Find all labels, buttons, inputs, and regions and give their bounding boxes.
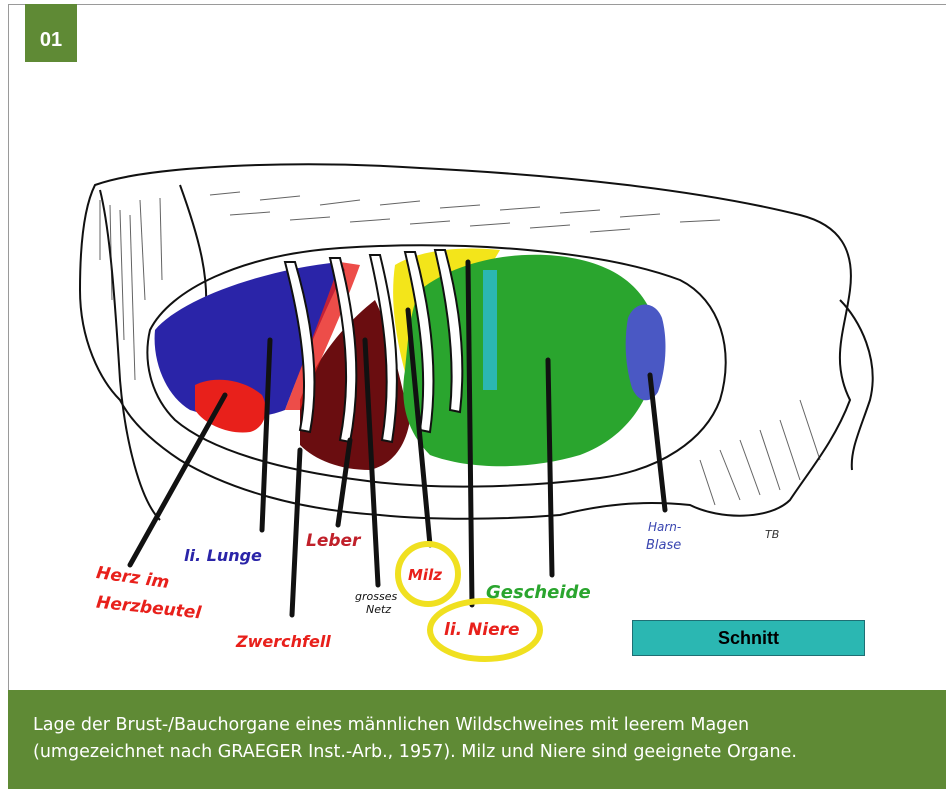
label-harnblase-line2: Blase bbox=[646, 538, 681, 553]
caption-line-1: Lage der Brust-/Bauchorgane eines männli… bbox=[33, 712, 946, 739]
label-lunge: li. Lunge bbox=[184, 546, 262, 565]
label-harnblase-line1: Harn- bbox=[648, 520, 681, 534]
label-niere: li. Niere bbox=[444, 620, 520, 640]
figure-caption: Lage der Brust-/Bauchorgane eines männli… bbox=[8, 690, 946, 789]
schnitt-legend-box: Schnitt bbox=[632, 620, 865, 656]
pointer-harnblase bbox=[650, 375, 665, 510]
label-leber: Leber bbox=[306, 531, 360, 551]
pointer-zwerchfell bbox=[292, 450, 300, 615]
bladder-region bbox=[626, 305, 666, 401]
schnitt-legend-label: Schnitt bbox=[718, 628, 779, 649]
label-milz: Milz bbox=[408, 566, 442, 584]
figure-number-badge: 01 bbox=[25, 4, 77, 62]
caption-line-2: (umgezeichnet nach GRAEGER Inst.-Arb., 1… bbox=[33, 739, 946, 766]
label-gescheide: Gescheide bbox=[486, 582, 591, 603]
label-netz-line2: Netz bbox=[366, 603, 391, 616]
label-zwerchfell: Zwerchfell bbox=[236, 632, 331, 651]
intestine-region bbox=[403, 255, 658, 467]
cut-marker bbox=[483, 270, 497, 390]
artist-signature: TB bbox=[765, 528, 779, 541]
label-netz-line1: grosses bbox=[355, 590, 397, 603]
pointer-herz bbox=[130, 395, 225, 565]
